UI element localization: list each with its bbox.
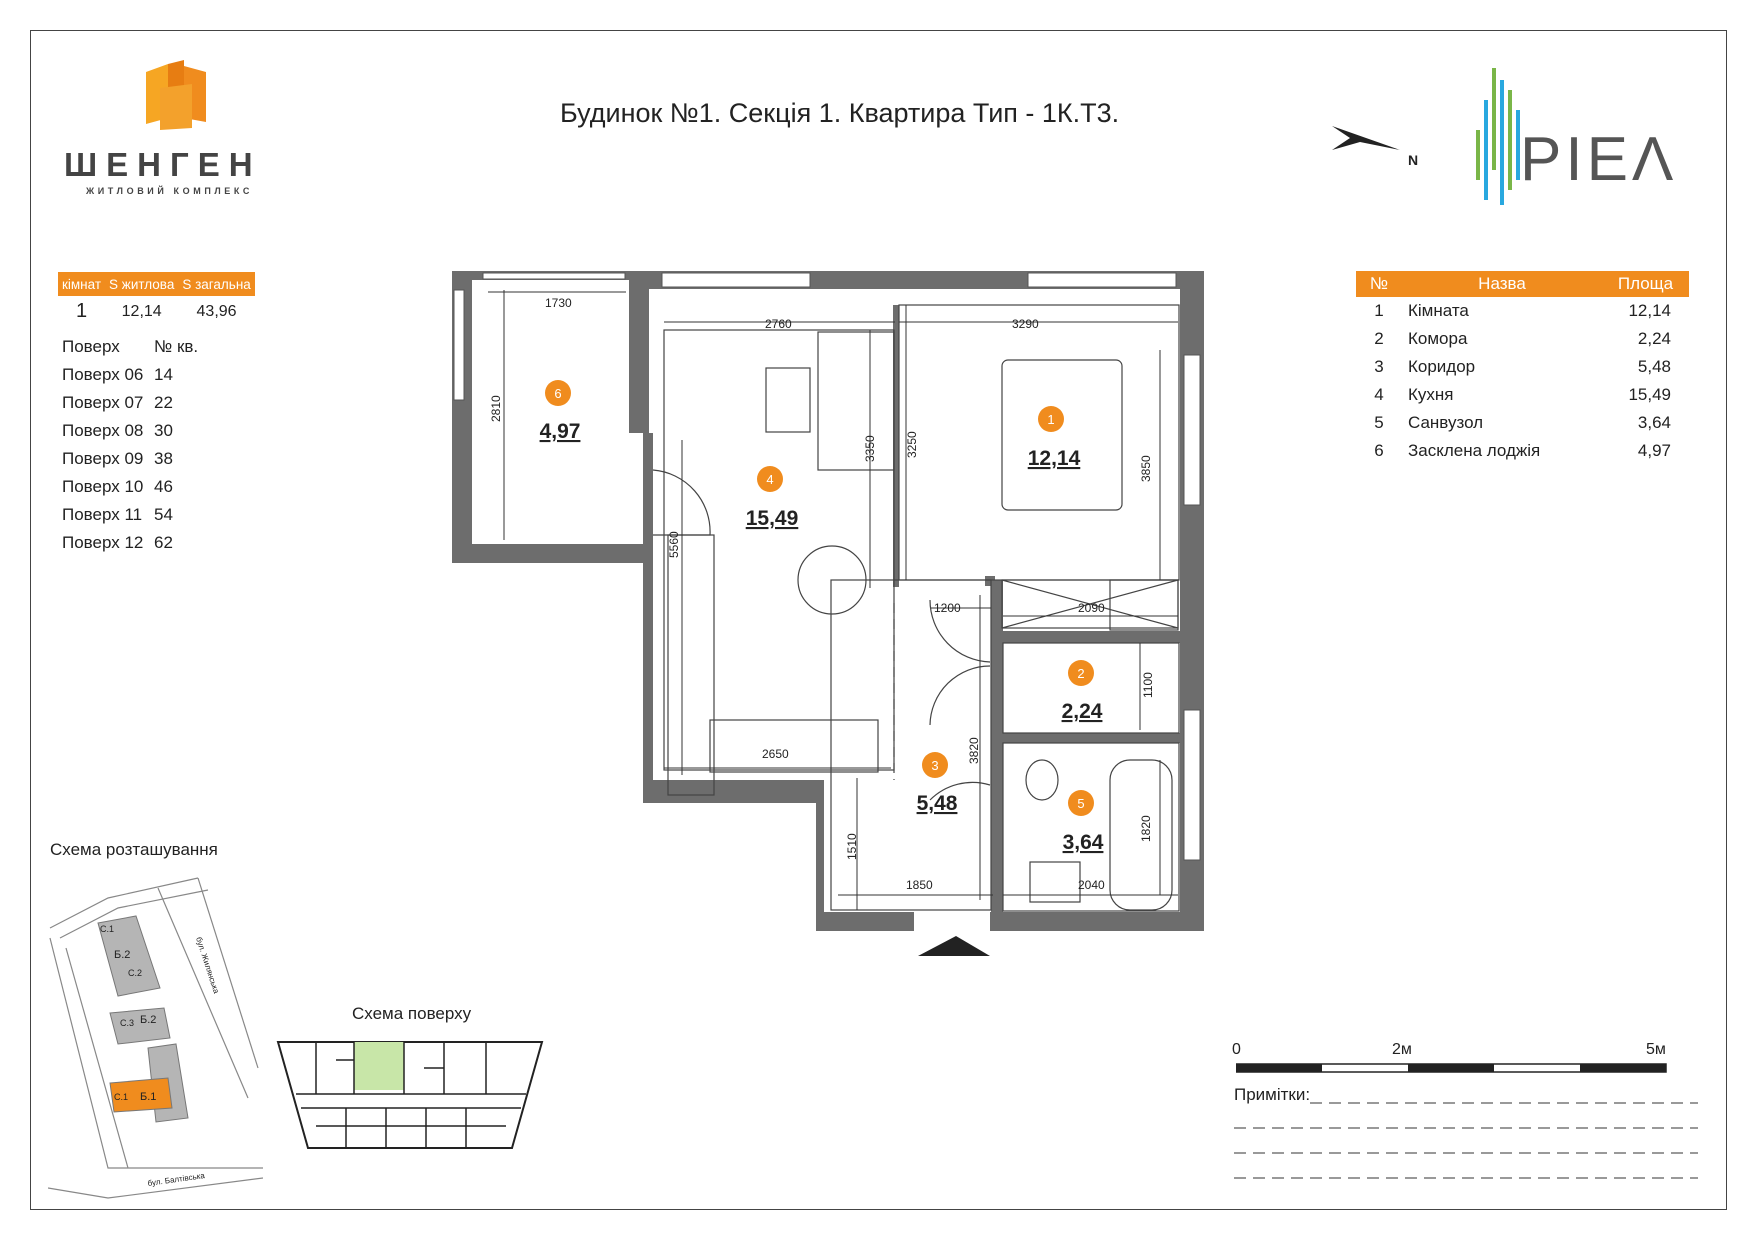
summary-header: S загальна	[178, 272, 255, 296]
dimension-label: 2810	[489, 395, 503, 422]
scale-label: 5м	[1646, 1041, 1666, 1058]
street-label: бул. Балтівська	[147, 1171, 206, 1188]
location-scheme-map: С.1 Б.2 С.2 С.3 Б.2 С.1 Б.1 бул. Жилянсь…	[48, 877, 263, 1199]
scheme-label: Б.1	[140, 1091, 156, 1103]
svg-text:3: 3	[931, 758, 938, 773]
scale-bar	[1236, 1063, 1667, 1073]
dimension-label: 3850	[1139, 455, 1153, 482]
dimension-label: 5560	[667, 531, 681, 558]
scheme-label: С.1	[114, 1092, 128, 1102]
scheme-label: С.1	[100, 924, 114, 934]
scheme-label: С.2	[128, 968, 142, 978]
summary-table: кімнат S житлова S загальна 1 12,14 43,9…	[58, 272, 255, 327]
dimension-label: 1100	[1141, 672, 1155, 698]
svg-text:5,48: 5,48	[917, 792, 958, 815]
dimension-label: 1850	[906, 878, 933, 892]
sheet-frame	[30, 30, 1727, 1210]
notes-lines	[1234, 1102, 1698, 1179]
svg-text:4: 4	[766, 472, 773, 487]
svg-text:15,49: 15,49	[746, 507, 799, 530]
developer-logo-icon	[1476, 68, 1520, 205]
svg-text:12,14: 12,14	[1028, 447, 1081, 470]
entrance-arrow-icon	[918, 936, 990, 956]
dimension-label: 2090	[1078, 601, 1105, 615]
street-label: бул. Жилянська	[194, 936, 221, 995]
north-arrow-icon	[1332, 126, 1400, 150]
summary-living-area: 12,14	[121, 302, 162, 320]
dimension-label: 3250	[905, 431, 919, 458]
notes-label: Примітки:	[1234, 1085, 1311, 1104]
summary-header: S житлова	[105, 272, 179, 296]
room-marker-6: 6 4,97	[540, 380, 581, 443]
dimension-label: 2760	[765, 317, 792, 331]
svg-text:1: 1	[1047, 412, 1054, 427]
rooms-header: Площа	[1602, 271, 1689, 297]
floors-header: № кв.	[154, 337, 199, 356]
summary-rooms: 1	[75, 300, 88, 322]
summary-total-area: 43,96	[196, 302, 237, 320]
floors-header: Поверх	[62, 337, 120, 356]
dimension-label: 1200	[934, 601, 961, 615]
rooms-header: Назва	[1402, 271, 1602, 297]
developer-logo-name: PIEΛ	[1520, 125, 1678, 194]
dimension-label: 1820	[1139, 815, 1153, 842]
page-title: Будинок №1. Секція 1. Квартира Тип - 1К.…	[560, 98, 1120, 128]
room-marker-5: 5 3,64	[1063, 790, 1104, 854]
room-marker-1: 1 12,14	[1028, 406, 1081, 470]
room-marker-4: 4 15,49	[746, 466, 799, 530]
svg-text:3,64: 3,64	[1063, 831, 1104, 854]
dimension-labels: 1730 2760 3290 2810 3350 3250 3850 5560 …	[489, 296, 1155, 892]
svg-text:5: 5	[1077, 796, 1084, 811]
room-marker-3: 3 5,48	[917, 752, 958, 815]
svg-text:2: 2	[1077, 666, 1084, 681]
scheme-label: Б.2	[140, 1014, 156, 1026]
location-scheme-title: Схема розташування	[50, 840, 218, 859]
dimension-label: 1730	[545, 296, 572, 310]
floor-scheme-map	[276, 1041, 544, 1149]
floor-scheme-title: Схема поверху	[352, 1004, 472, 1023]
dimension-label: 3290	[1012, 317, 1039, 331]
svg-text:4,97: 4,97	[540, 420, 581, 443]
dimension-label: 2040	[1078, 878, 1105, 892]
dimension-label: 3350	[863, 435, 877, 462]
scheme-label: Б.2	[114, 949, 130, 961]
scheme-label: С.3	[120, 1018, 134, 1028]
scale-label: 2м	[1392, 1041, 1412, 1058]
room-marker-2: 2 2,24	[1062, 660, 1103, 723]
shengen-logo-icon	[146, 60, 206, 130]
scale-label: 0	[1232, 1041, 1241, 1058]
svg-text:6: 6	[554, 386, 561, 401]
dimension-label: 2650	[762, 747, 789, 761]
north-label: N	[1408, 152, 1419, 168]
rooms-header: №	[1356, 271, 1402, 297]
summary-header: кімнат	[58, 272, 106, 296]
logo-tagline: ЖИТЛОВИЙ КОМПЛЕКС	[86, 186, 253, 196]
dimension-label: 1510	[845, 833, 859, 860]
logo-name: ШЕНГЕН	[64, 146, 262, 183]
svg-text:2,24: 2,24	[1062, 700, 1103, 723]
dimension-label: 3820	[967, 737, 981, 764]
